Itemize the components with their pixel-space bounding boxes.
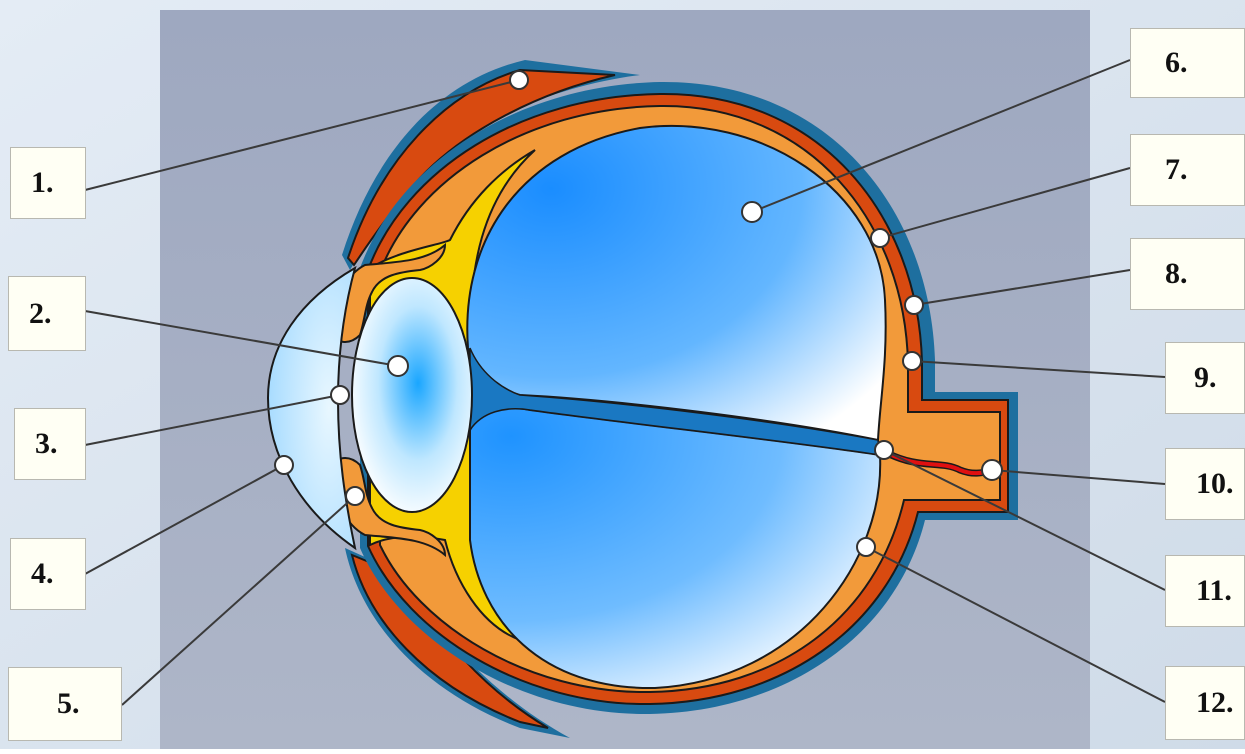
label-text-8: 8.: [1165, 257, 1188, 291]
label-box-10[interactable]: 10.: [1165, 448, 1245, 520]
marker-dot-9[interactable]: [903, 352, 921, 370]
lens: [352, 278, 472, 512]
label-text-7: 7.: [1165, 153, 1188, 187]
marker-dot-7[interactable]: [871, 229, 889, 247]
marker-dot-8[interactable]: [905, 296, 923, 314]
label-box-11[interactable]: 11.: [1165, 555, 1245, 627]
label-text-2: 2.: [29, 297, 52, 331]
label-box-8[interactable]: 8.: [1130, 238, 1245, 310]
label-text-9: 9.: [1194, 361, 1217, 395]
label-box-9[interactable]: 9.: [1165, 342, 1245, 414]
marker-dot-4[interactable]: [275, 456, 293, 474]
label-text-12: 12.: [1196, 686, 1234, 720]
label-box-2[interactable]: 2.: [8, 276, 86, 351]
label-box-3[interactable]: 3.: [14, 408, 86, 480]
label-box-12[interactable]: 12.: [1165, 666, 1245, 740]
marker-dot-1[interactable]: [510, 71, 528, 89]
marker-dot-3[interactable]: [331, 386, 349, 404]
label-box-6[interactable]: 6.: [1130, 28, 1245, 98]
marker-dot-12[interactable]: [857, 538, 875, 556]
label-text-11: 11.: [1196, 574, 1232, 608]
label-text-6: 6.: [1165, 46, 1188, 80]
label-box-5[interactable]: 5.: [8, 667, 122, 741]
label-box-7[interactable]: 7.: [1130, 134, 1245, 206]
marker-dot-10[interactable]: [982, 460, 1002, 480]
label-text-10: 10.: [1196, 467, 1234, 501]
label-text-5: 5.: [57, 687, 80, 721]
label-text-3: 3.: [35, 427, 58, 461]
label-text-4: 4.: [31, 557, 54, 591]
label-box-4[interactable]: 4.: [10, 538, 86, 610]
label-text-1: 1.: [31, 166, 54, 200]
marker-dot-6[interactable]: [742, 202, 762, 222]
marker-dot-5[interactable]: [346, 487, 364, 505]
marker-dot-2[interactable]: [388, 356, 408, 376]
marker-dot-11[interactable]: [875, 441, 893, 459]
label-box-1[interactable]: 1.: [10, 147, 86, 219]
